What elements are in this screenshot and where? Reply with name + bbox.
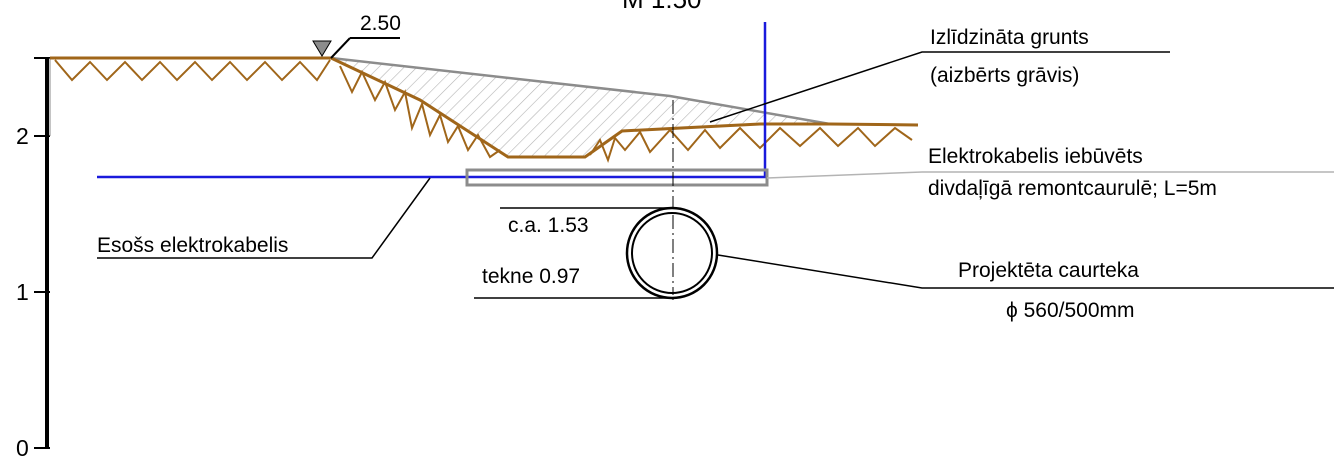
- cable-installed-label-2: divdaļīgā remontcaurulē; L=5m: [928, 177, 1217, 200]
- axis-tick-label: 0: [16, 435, 29, 459]
- filled-ditch-hatch: [331, 58, 830, 157]
- pipe-invert-label: tekne 0.97: [482, 265, 580, 288]
- leveled-soil-label-2: (aizbērts grāvis): [930, 64, 1079, 87]
- culvert-label-2: ϕ 560/500mm: [1006, 299, 1135, 322]
- leveled-soil-leader: [709, 51, 1170, 123]
- elevation-value: 2.50: [360, 12, 401, 35]
- drawing-title: M 1:50: [622, 0, 702, 14]
- leveled-surface-line: [330, 56, 831, 126]
- axis-tick-label: 1: [16, 279, 29, 305]
- culvert-leader: [717, 254, 1334, 289]
- elevation-marker: 2.50: [312, 12, 401, 59]
- cable-installed-leader: [766, 171, 1334, 179]
- culvert-inner-circle: [631, 212, 713, 294]
- existing-cable-label: Esošs elektrokabelis: [97, 234, 288, 257]
- ground-profile: [50, 56, 919, 163]
- culvert-outer-circle: [625, 206, 719, 300]
- axis-tick-label: 2: [16, 123, 29, 149]
- leveled-soil-label-1: Izlīdzināta grunts: [930, 26, 1089, 49]
- cable-installed-label-1: Elektrokabelis iebūvēts: [928, 145, 1143, 168]
- elevation-scale-axis: 0 1 2: [16, 57, 50, 459]
- existing-cable-leader: [97, 177, 431, 259]
- pipe-top-label: c.a. 1.53: [508, 214, 589, 237]
- culvert-label-1: Projektēta caurteka: [958, 259, 1139, 282]
